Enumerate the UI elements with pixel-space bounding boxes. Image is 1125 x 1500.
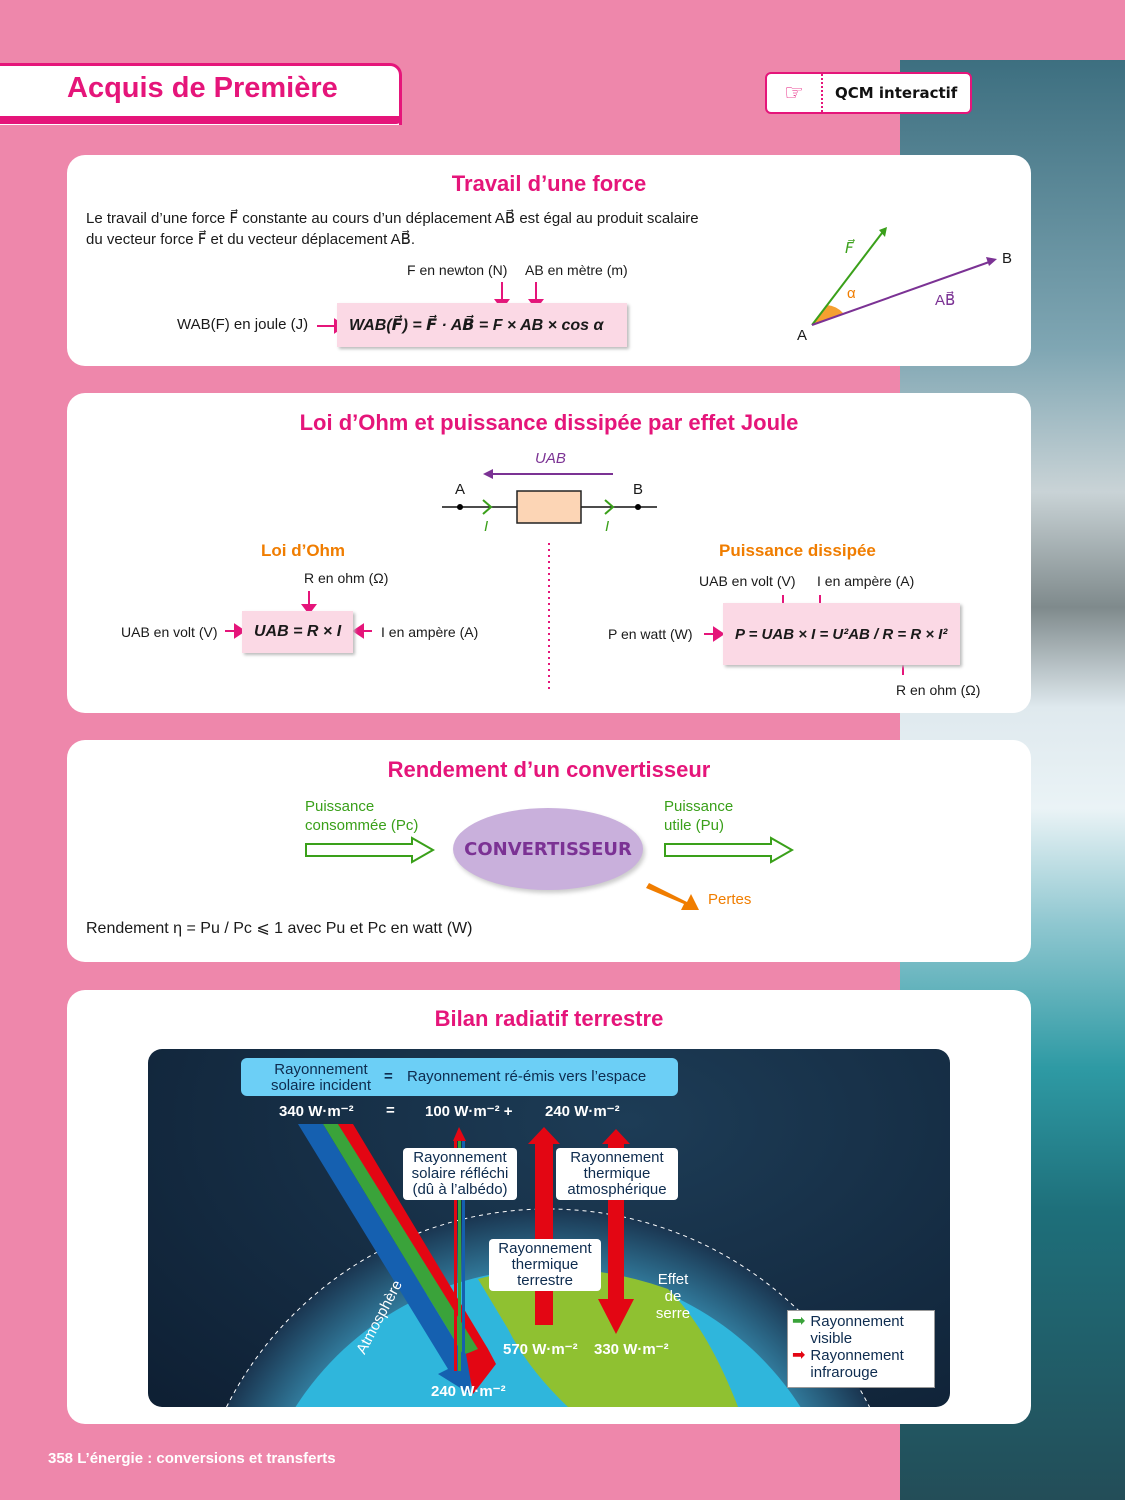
yield-formula: Rendement η = Pu / Pc ⩽ 1 avec Pu et Pc …	[86, 920, 473, 937]
page-number: 358	[48, 1450, 74, 1467]
qcm-label: QCM interactif	[835, 84, 958, 102]
u-unit: UAB en volt (V)	[121, 624, 218, 640]
bilan-title: Bilan radiatif terrestre	[434, 1006, 664, 1031]
value-570: 570 W·m⁻²	[503, 1341, 578, 1358]
ohm-formula: UAB = R × I	[242, 611, 354, 653]
atmospheric-label: Rayonnement thermique atmosphérique	[556, 1148, 678, 1200]
ab-unit: AB en mètre (m)	[525, 262, 628, 278]
definition-line-2: du vecteur force F⃗ et du vecteur déplac…	[86, 231, 416, 248]
power-title: Puissance dissipée	[719, 541, 876, 560]
incident-label: Rayonnement solaire incident	[270, 1061, 372, 1094]
legend-visible: Rayonnement visible	[810, 1313, 904, 1347]
ohm-law-title: Loi d’Ohm	[261, 541, 346, 560]
f-unit: F en newton (N)	[407, 262, 508, 278]
converter-arrows	[305, 836, 795, 910]
greenhouse-label: Effet de serre	[655, 1271, 691, 1322]
infrared-arrow-icon: ➡	[792, 1345, 806, 1364]
radiative-balance-diagram: Rayonnement solaire incident = Rayonneme…	[148, 1049, 950, 1407]
value-330: 330 W·m⁻²	[594, 1341, 669, 1358]
card-rendement: Rendement d’un convertisseur Puissance c…	[67, 740, 1031, 962]
input-power-label: Puissance consommée (Pc)	[305, 798, 419, 834]
power-r-unit: R en ohm (Ω)	[896, 682, 981, 698]
definition-line-1: Le travail d’une force F⃗ constante au c…	[86, 210, 699, 227]
page-title: Acquis de Première	[67, 72, 338, 104]
fig-ab: AB⃗	[935, 292, 956, 309]
header-equals: =	[384, 1068, 393, 1085]
qcm-interactif-button[interactable]: ☞ QCM interactif	[765, 72, 972, 114]
i-unit: I en ampère (A)	[381, 624, 479, 640]
fig-f: F⃗	[845, 240, 854, 257]
fig-a: A	[797, 327, 808, 344]
p-unit: P en watt (W)	[608, 626, 693, 642]
circuit-and-arrows	[225, 469, 911, 693]
reflected-label: Rayonnement solaire réfléchi (dû à l’alb…	[403, 1148, 517, 1200]
power-i-unit: I en ampère (A)	[817, 573, 915, 589]
value-100: 100 W·m⁻² +	[425, 1103, 513, 1120]
card-title: Loi d’Ohm et puissance dissipée par effe…	[299, 410, 799, 435]
touch-screen-icon: ☞	[767, 74, 823, 112]
legend-infrared: Rayonnement infrarouge	[810, 1347, 904, 1381]
work-formula: WAB(F⃗) = F⃗ · AB⃗ = F × AB × cos α	[337, 303, 627, 347]
card-title: Rendement d’un convertisseur	[387, 757, 711, 782]
r-unit: R en ohm (Ω)	[304, 570, 389, 586]
circuit-uab: UAB	[535, 450, 566, 467]
circuit-a: A	[455, 481, 466, 498]
balance-header-box	[241, 1058, 678, 1096]
header-underline	[0, 116, 402, 124]
circuit-i-right: I	[605, 518, 610, 535]
value-240-absorbed: 240 W·m⁻²	[431, 1383, 506, 1400]
value-equals: =	[386, 1102, 395, 1119]
value-240-out: 240 W·m⁻²	[545, 1103, 620, 1120]
fig-b: B	[1002, 250, 1013, 267]
output-power-label: Puissance utile (Pu)	[664, 798, 734, 834]
fig-alpha: α	[847, 285, 856, 302]
card-loi-ohm: Loi d’Ohm et puissance dissipée par effe…	[67, 393, 1031, 713]
atmosphere-boundary	[226, 1208, 870, 1407]
footer: 358 L’énergie : conversions et transfert…	[48, 1450, 336, 1467]
terrestrial-label: Rayonnement thermique terrestre	[489, 1239, 601, 1291]
chapter-title: L’énergie : conversions et transferts	[77, 1450, 336, 1467]
visible-arrow-icon: ➡	[792, 1311, 806, 1330]
section-header	[0, 63, 402, 125]
circuit-b: B	[633, 481, 644, 498]
circuit-i-left: I	[484, 518, 489, 535]
card-travail-force: Travail d’une force Le travail d’une for…	[67, 155, 1031, 366]
reemitted-label: Rayonnement ré-émis vers l’espace	[407, 1068, 647, 1085]
converter-ellipse: CONVERTISSEUR	[453, 808, 643, 890]
legend: ➡Rayonnement visible ➡Rayonnement infrar…	[787, 1310, 935, 1388]
power-u-unit: UAB en volt (V)	[699, 573, 796, 589]
losses-label: Pertes	[708, 891, 752, 908]
card-title: Travail d’une force	[451, 171, 647, 196]
value-340: 340 W·m⁻²	[279, 1103, 354, 1120]
work-unit: WAB(F) en joule (J)	[177, 316, 309, 333]
power-formula: P = UAB × I = U²AB / R = R × I²	[723, 603, 960, 665]
